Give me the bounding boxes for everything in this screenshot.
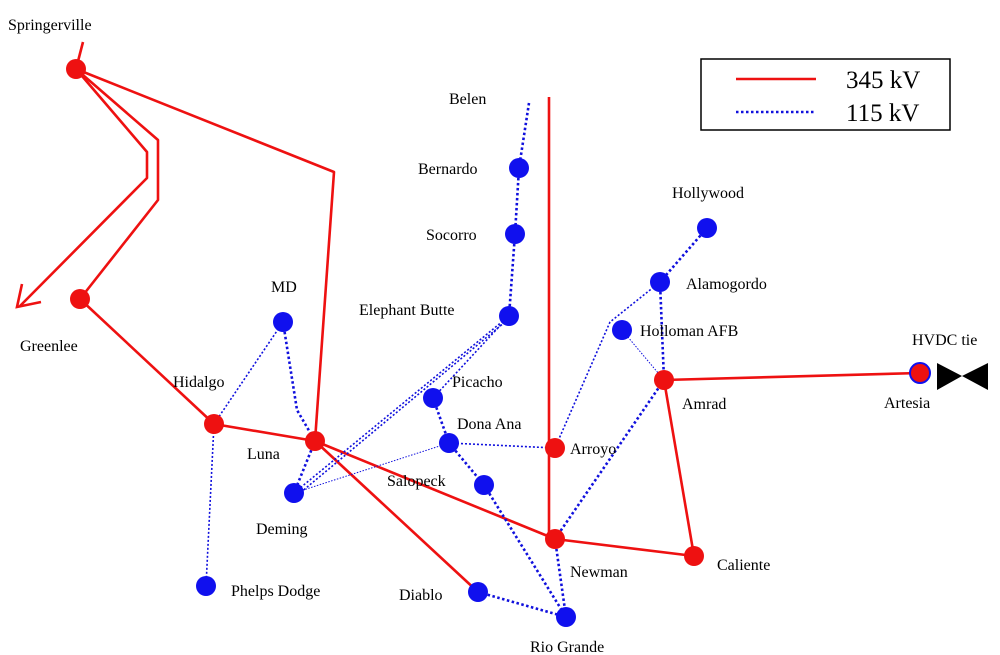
- line-115-hollywood-alamogordo: [659, 227, 708, 283]
- nodes-115: [196, 158, 717, 627]
- label-amrad: Amrad: [682, 396, 726, 413]
- line-115-holloman-amrad: [621, 329, 665, 381]
- line-115-diablo-riogrande: [477, 590, 567, 619]
- label-hidalgo: Hidalgo: [173, 374, 225, 391]
- node-alamogordo: [650, 272, 670, 292]
- node-deming: [284, 483, 304, 503]
- label-greenlee: Greenlee: [20, 338, 78, 355]
- label-diablo: Diablo: [399, 587, 443, 604]
- line-115-elephant-deming-a: [293, 315, 510, 494]
- arrowhead-icon: [15, 283, 42, 309]
- node-caliente: [684, 546, 704, 566]
- line-345-hidalgo-luna: [213, 422, 316, 443]
- label-arroyo: Arroyo: [570, 441, 616, 458]
- legend: 345 kV 115 kV: [700, 58, 951, 131]
- line-115-md-luna: [281, 321, 317, 442]
- legend-label-345: 345 kV: [846, 67, 920, 94]
- line-115-elephant-picacho: [432, 315, 510, 399]
- line-115-alamogordo-amrad: [658, 281, 666, 381]
- label-elephant-butte: Elephant Butte: [359, 302, 455, 319]
- label-hvdc-tie: HVDC tie: [912, 332, 977, 349]
- line-115-socorro-elephant: [507, 233, 517, 317]
- node-picacho: [423, 388, 443, 408]
- node-newman: [545, 529, 565, 549]
- label-phelps-dodge: Phelps Dodge: [231, 583, 320, 600]
- node-dona-ana: [439, 433, 459, 453]
- line-345-luna-newman: [314, 439, 556, 541]
- line-345-springerville-greenlee-b: [75, 68, 160, 300]
- node-diablo: [468, 582, 488, 602]
- label-luna: Luna: [247, 446, 280, 463]
- node-luna: [305, 431, 325, 451]
- line-115-donaana-arroyo: [448, 442, 556, 449]
- line-345-amrad-artesia: [663, 371, 921, 382]
- line-115-alamogordo-arroyo: [554, 281, 661, 449]
- node-springerville: [66, 59, 86, 79]
- line-345-newman-caliente: [554, 537, 695, 558]
- node-phelps-dodge: [196, 576, 216, 596]
- line-115-md-hidalgo: [213, 321, 284, 425]
- node-md: [273, 312, 293, 332]
- label-alamogordo: Alamogordo: [686, 276, 767, 293]
- line-345-luna-diablo: [314, 440, 479, 593]
- label-holloman: Holloman AFB: [640, 323, 738, 340]
- line-345-springerville-luna: [75, 67, 336, 442]
- node-artesia: [909, 362, 931, 384]
- label-bernardo: Bernardo: [418, 161, 478, 178]
- line-115-bernardo-socorro: [513, 167, 521, 235]
- line-115-newman-riogrande: [553, 538, 568, 618]
- line-115-hidalgo-phelps: [205, 423, 215, 587]
- label-md: MD: [271, 279, 297, 296]
- label-caliente: Caliente: [717, 557, 770, 574]
- node-elephant-butte: [499, 306, 519, 326]
- label-hollywood: Hollywood: [672, 185, 744, 202]
- node-salopeck: [474, 475, 494, 495]
- label-rio-grande: Rio Grande: [530, 639, 604, 655]
- line-115-deming-donaana: [293, 442, 450, 494]
- label-picacho: Picacho: [452, 374, 503, 391]
- line-115-salopeck-riogrande: [482, 484, 568, 618]
- nodes-345: [66, 59, 931, 566]
- line-115-belen-bernardo: [517, 102, 531, 169]
- label-dona-ana: Dona Ana: [457, 416, 521, 433]
- node-hidalgo: [204, 414, 224, 434]
- line-115-newman-amrad: [553, 379, 666, 540]
- node-hollywood: [697, 218, 717, 238]
- label-socorro: Socorro: [426, 227, 477, 244]
- label-belen: Belen: [449, 91, 486, 108]
- node-holloman: [612, 320, 632, 340]
- line-345-greenlee-hidalgo: [79, 298, 215, 425]
- hvdc-tie-icon: [937, 363, 988, 390]
- label-artesia: Artesia: [884, 395, 930, 412]
- node-socorro: [505, 224, 525, 244]
- line-345-springerville-greenlee-a: [19, 68, 149, 307]
- node-rio-grande: [556, 607, 576, 627]
- node-amrad: [654, 370, 674, 390]
- line-345-north-newman: [547, 97, 555, 541]
- label-deming: Deming: [256, 521, 308, 538]
- legend-box: [700, 58, 951, 131]
- line-115-elephant-deming-b: [299, 321, 506, 494]
- legend-label-115: 115 kV: [846, 100, 919, 127]
- node-bernardo: [509, 158, 529, 178]
- node-greenlee: [70, 289, 90, 309]
- label-salopeck: Salopeck: [387, 473, 446, 490]
- node-arroyo: [545, 438, 565, 458]
- label-newman: Newman: [570, 564, 628, 581]
- line-345-caliente-amrad: [662, 379, 696, 557]
- label-springerville: Springerville: [8, 17, 92, 34]
